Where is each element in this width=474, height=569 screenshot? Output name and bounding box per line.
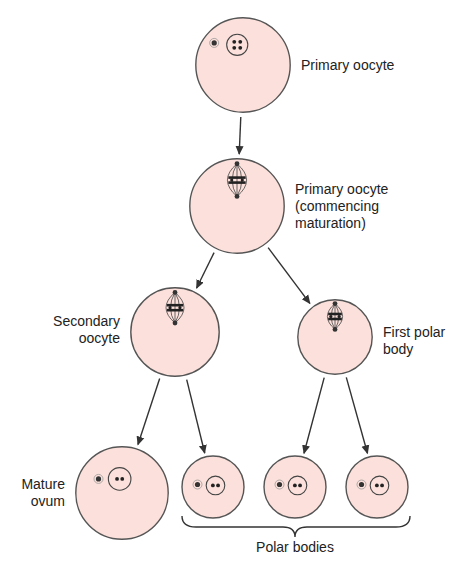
- cell-circle: Secondary oocyte: [130, 287, 220, 377]
- stage-label: First polar body: [383, 324, 465, 358]
- cell-outline: [189, 158, 285, 254]
- cell-circle: Primary oocyte: [195, 17, 291, 113]
- division-arrow: [138, 379, 160, 445]
- polar-body-cell: [264, 456, 326, 518]
- stage-label: Mature ovum: [4, 476, 65, 510]
- group-label: Polar bodies: [256, 539, 334, 556]
- cell-outline: [297, 299, 373, 375]
- polar-body-cell: [182, 456, 244, 518]
- polar-body-cell: [346, 456, 408, 518]
- stage-label: Primary oocyte: [301, 57, 441, 74]
- cell-circle: Mature ovum: [75, 446, 169, 540]
- cell-circle: Primary oocyte (commencing maturation): [189, 158, 285, 254]
- stage-label: Primary oocyte (commencing maturation): [295, 181, 407, 232]
- division-arrow: [304, 378, 324, 454]
- cell-outline: [75, 446, 169, 540]
- division-arrow: [187, 380, 205, 453]
- division-arrow: [239, 117, 241, 154]
- cell-circle: First polar body: [297, 299, 373, 375]
- division-arrow: [197, 253, 214, 288]
- cell-outline: [130, 287, 220, 377]
- stage-label: Secondary oocyte: [34, 313, 120, 347]
- division-arrow: [268, 248, 310, 304]
- brace: [182, 516, 410, 537]
- cell-outline: [195, 17, 291, 113]
- division-arrow: [346, 377, 367, 453]
